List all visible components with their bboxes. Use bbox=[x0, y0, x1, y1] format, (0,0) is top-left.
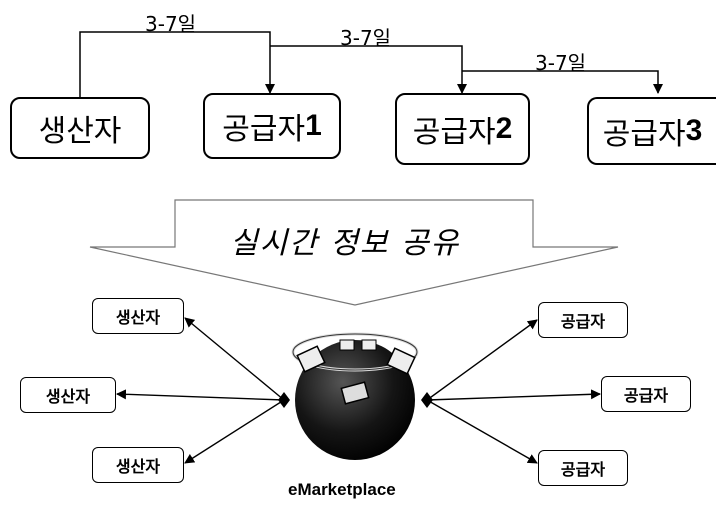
supplier-label: 공급자 bbox=[412, 115, 496, 150]
hub-link-right-2 bbox=[426, 389, 601, 401]
globe-icon bbox=[291, 332, 419, 460]
hub-link-left-2 bbox=[116, 389, 285, 401]
hub-node-right bbox=[421, 392, 433, 408]
hub-link-left-3 bbox=[184, 399, 285, 464]
hub-supplier-label: 공급자 bbox=[623, 386, 669, 405]
producer-box: 생산자 bbox=[10, 97, 150, 159]
supplier-number: 1 bbox=[305, 109, 322, 142]
hub-producer-label: 생산자 bbox=[45, 387, 91, 406]
supplier-label: 공급자 bbox=[602, 117, 686, 152]
lead-time-label-1: 3-7일 bbox=[145, 12, 197, 36]
hub-producer-label: 생산자 bbox=[115, 308, 161, 327]
banner-arrow bbox=[89, 199, 619, 306]
producer-label: 생산자 bbox=[38, 114, 122, 149]
hub-caption: eMarketplace bbox=[288, 480, 396, 499]
hub-link-right-1 bbox=[426, 319, 538, 401]
lead-time-connector-1 bbox=[79, 31, 275, 97]
hub-producer-box-3: 생산자 bbox=[92, 447, 184, 483]
hub-producer-box-2: 생산자 bbox=[20, 377, 116, 413]
hub-producer-box-1: 생산자 bbox=[92, 298, 184, 334]
hub-supplier-box-3: 공급자 bbox=[538, 450, 628, 486]
hub-supplier-label: 공급자 bbox=[560, 460, 606, 479]
hub-supplier-box-1: 공급자 bbox=[538, 302, 628, 338]
lead-time-connector-2 bbox=[270, 45, 467, 94]
supplier-label: 공급자 bbox=[222, 112, 306, 147]
hub-link-right-3 bbox=[426, 399, 538, 464]
hub-link-left-1 bbox=[184, 317, 285, 401]
hub-supplier-box-2: 공급자 bbox=[601, 376, 691, 412]
banner-text: 실시간 정보 공유 bbox=[230, 226, 461, 261]
hub-producer-label: 생산자 bbox=[115, 457, 161, 476]
lead-time-label-3: 3-7일 bbox=[535, 51, 587, 75]
lead-time-connector-3 bbox=[462, 70, 663, 94]
hub-supplier-label: 공급자 bbox=[560, 312, 606, 331]
supplier-number: 2 bbox=[495, 112, 513, 145]
lead-time-label-2: 3-7일 bbox=[340, 26, 392, 50]
supplier-number: 3 bbox=[685, 114, 703, 147]
hub-node-left bbox=[278, 392, 290, 408]
